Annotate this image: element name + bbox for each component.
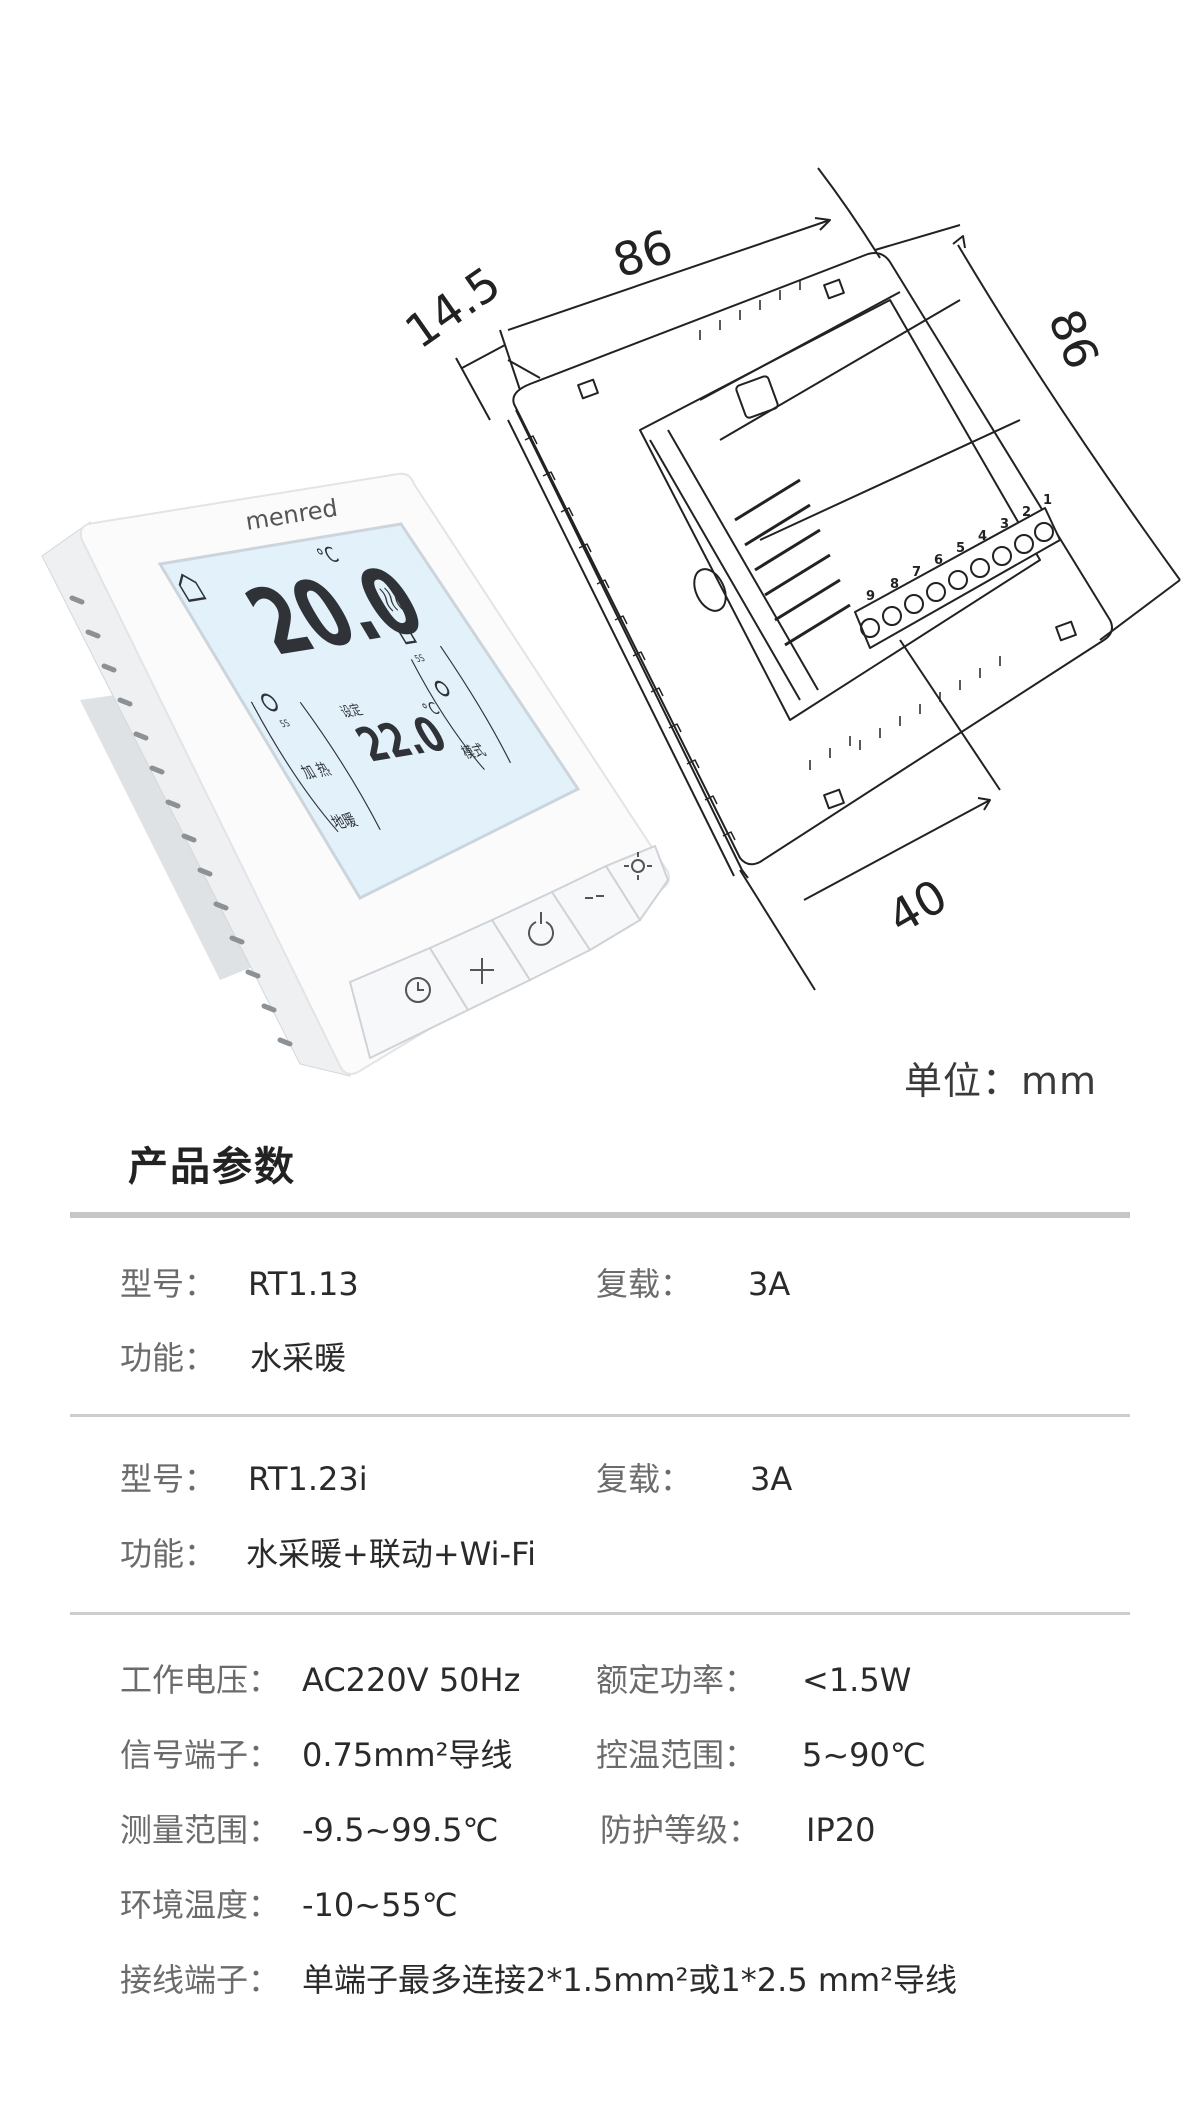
spec-label: 环境温度： — [120, 1886, 281, 1924]
function-label: 功能： — [120, 1535, 217, 1573]
spec-label: 工作电压： — [120, 1661, 281, 1699]
unit-label: 单位：mm — [904, 1059, 1098, 1103]
sun-icon — [434, 680, 450, 697]
dimension-width: 86 — [607, 219, 679, 288]
spec-value: -9.5~99.5℃ — [302, 1811, 499, 1849]
spec-label: 防护等级： — [600, 1811, 761, 1849]
function-value: 水采暖+联动+Wi-Fi — [246, 1535, 536, 1573]
function-value: 水采暖 — [250, 1339, 347, 1377]
dimension-front-depth: 14.5 — [395, 256, 510, 359]
spec-label: 控温范围： — [596, 1736, 757, 1774]
spec-label: 测量范围： — [120, 1811, 281, 1849]
dimension-back-depth: 40 — [879, 868, 957, 944]
spec-label: 信号端子： — [120, 1736, 281, 1774]
spec-value: IP20 — [806, 1811, 876, 1849]
spec-row: 测量范围： -9.5~99.5℃ 防护等级： IP20 — [0, 1808, 1196, 1852]
spec-row: 工作电压： AC220V 50Hz 额定功率： <1.5W — [0, 1658, 1196, 1702]
spec-value: AC220V 50Hz — [302, 1661, 521, 1699]
plus-icon — [470, 958, 494, 984]
floor-heating-label: 地暖 — [328, 810, 362, 832]
room-temperature-icon — [178, 573, 207, 603]
dimension-height: 86 — [1038, 302, 1110, 377]
load-value: 3A — [750, 1460, 793, 1498]
spec-value: -10~55℃ — [302, 1886, 458, 1924]
terminal-number: 4 — [978, 529, 987, 544]
spec-row: 信号端子： 0.75mm²导线 控温范围： 5~90℃ — [0, 1733, 1196, 1777]
spec-row: 接线端子： 单端子最多连接2*1.5mm²或1*2.5 mm²导线 — [0, 1958, 1196, 2002]
load-value: 3A — [748, 1265, 791, 1303]
load-label: 复载： — [596, 1265, 693, 1303]
thermostat-front-view: menred 20.0 °C 设定 22.0 °C 加 热 地暖 模式 5S 5… — [41, 472, 670, 1077]
heating-waves-icon — [379, 586, 403, 612]
model-value: RT1.13 — [248, 1265, 359, 1303]
terminal-number: 6 — [934, 553, 943, 568]
spec-value: 0.75mm²导线 — [302, 1736, 513, 1774]
terminal-number: 1 — [1043, 493, 1052, 508]
settings-gear-icon — [261, 693, 278, 712]
terminal-screws — [860, 522, 1054, 638]
section-title: 产品参数 — [128, 1144, 296, 1190]
set-label: 设定 — [338, 702, 367, 721]
button-strip — [348, 844, 670, 1060]
divider — [70, 1612, 1130, 1615]
product-illustration: 1 2 3 4 5 6 7 8 9 86 14.5 86 40 menred 2… — [41, 167, 1181, 1077]
model-row: 型号： RT1.13 复载： 3A — [0, 1262, 1196, 1306]
spec-value: 单端子最多连接2*1.5mm²或1*2.5 mm²导线 — [302, 1961, 958, 1999]
divider — [70, 1212, 1130, 1218]
function-row: 功能： 水采暖 — [0, 1336, 1196, 1380]
model-label: 型号： — [120, 1265, 217, 1303]
heating-label: 加 热 — [298, 760, 335, 783]
terminal-number: 5 — [956, 541, 965, 556]
function-row: 功能： 水采暖+联动+Wi-Fi — [0, 1532, 1196, 1576]
terminal-number: 3 — [1000, 517, 1009, 532]
spec-row: 环境温度： -10~55℃ — [0, 1883, 1196, 1927]
spec-value: 5~90℃ — [802, 1736, 926, 1774]
timer-5s-label: 5S — [278, 719, 293, 731]
model-label: 型号： — [120, 1460, 217, 1498]
terminal-number: 9 — [866, 589, 875, 604]
line-drawing-back-view — [455, 167, 1181, 991]
load-label: 复载： — [596, 1460, 693, 1498]
power-icon — [528, 912, 554, 946]
spec-value: <1.5W — [802, 1661, 912, 1699]
lock-icon — [397, 629, 418, 645]
spec-label: 额定功率： — [596, 1661, 757, 1699]
model-row: 型号： RT1.23i 复载： 3A — [0, 1457, 1196, 1501]
clock-icon — [405, 977, 431, 1003]
terminal-number: 7 — [912, 565, 921, 580]
terminal-numbers: 1 2 3 4 5 6 7 8 9 — [866, 493, 1052, 604]
brightness-icon — [631, 859, 645, 873]
minus-icon — [585, 895, 604, 899]
model-value: RT1.23i — [248, 1460, 368, 1498]
divider — [70, 1414, 1130, 1417]
lock-5s-label: 5S — [413, 653, 428, 665]
terminal-number: 2 — [1022, 505, 1031, 520]
spec-label: 接线端子： — [120, 1961, 281, 1999]
terminal-number: 8 — [890, 577, 899, 592]
function-label: 功能： — [120, 1339, 217, 1377]
